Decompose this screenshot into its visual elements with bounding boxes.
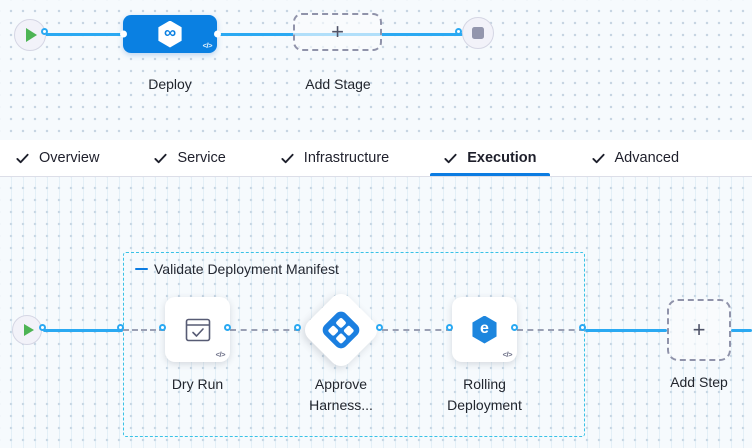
- connector-port: [159, 324, 166, 331]
- check-icon: [280, 151, 295, 166]
- check-icon: [153, 151, 168, 166]
- execution-graph-canvas: Validate Deployment Manifest: [0, 177, 752, 448]
- stage-config-tabs: Overview Service Infrastructure Executio…: [0, 140, 752, 177]
- step-link-dashed: [382, 329, 452, 331]
- connector-port: [446, 324, 453, 331]
- stage-connector-line: [45, 33, 463, 36]
- tab-label: Service: [177, 150, 225, 166]
- add-stage-label: Add Stage: [288, 74, 388, 95]
- tab-execution[interactable]: Execution: [430, 140, 549, 176]
- tab-label: Overview: [39, 150, 99, 166]
- connector-port: [579, 324, 586, 331]
- dry-run-icon: [185, 318, 211, 342]
- tab-label: Advanced: [615, 150, 680, 166]
- step-label-dry-run: Dry Run: [150, 374, 245, 395]
- connector-port: [117, 324, 124, 331]
- add-step-button[interactable]: +: [667, 299, 731, 361]
- connector-port: [294, 324, 301, 331]
- connector-port: [41, 28, 48, 35]
- plus-icon: +: [331, 19, 344, 45]
- play-icon: [26, 28, 37, 42]
- step-link-dashed: [517, 329, 585, 331]
- step-node-dry-run[interactable]: </>: [165, 297, 230, 362]
- step-group-header: Validate Deployment Manifest: [135, 261, 339, 277]
- pipeline-end-node: [462, 17, 494, 49]
- tab-infrastructure[interactable]: Infrastructure: [267, 140, 402, 176]
- execution-line-to-add-step: [585, 329, 667, 332]
- rolling-glyph: e: [480, 320, 489, 338]
- connector-port: [224, 324, 231, 331]
- plus-icon: +: [693, 317, 706, 343]
- play-icon: [24, 324, 34, 336]
- check-icon: [443, 151, 458, 166]
- stop-icon: [472, 27, 484, 39]
- tab-label: Execution: [467, 150, 536, 166]
- tab-overview[interactable]: Overview: [2, 140, 112, 176]
- execution-line-end: [731, 329, 752, 332]
- tab-advanced[interactable]: Advanced: [578, 140, 693, 176]
- connector-port: [376, 324, 383, 331]
- check-icon: [591, 151, 606, 166]
- stage-label-deploy: Deploy: [123, 74, 217, 95]
- node-port-right: [214, 31, 221, 38]
- tab-label: Infrastructure: [304, 150, 389, 166]
- pipeline-start-node: [14, 19, 46, 51]
- stage-graph-canvas: ∞ </> Deploy + Add Stage: [0, 0, 752, 140]
- rolling-deployment-icon: e: [471, 316, 499, 344]
- collapse-group-icon[interactable]: [135, 268, 148, 271]
- step-label-approve: Approve Harness...: [301, 374, 381, 416]
- infinity-glyph: ∞: [164, 23, 176, 43]
- execution-start-node: [12, 315, 42, 345]
- step-group-label: Validate Deployment Manifest: [154, 261, 339, 277]
- stage-node-deploy[interactable]: ∞ </>: [123, 15, 217, 53]
- connector-port: [39, 324, 46, 331]
- approval-icon-cell: [335, 317, 346, 328]
- check-icon: [15, 151, 30, 166]
- step-node-rolling-deployment[interactable]: e </>: [452, 297, 517, 362]
- add-stage-button[interactable]: +: [293, 13, 382, 51]
- connector-port: [511, 324, 518, 331]
- approval-icon-cell: [328, 324, 339, 335]
- add-step-label: Add Step: [659, 372, 739, 393]
- code-view-icon[interactable]: </>: [216, 350, 225, 359]
- approval-icon-cell: [343, 324, 354, 335]
- connector-port: [455, 28, 462, 35]
- step-link-dashed: [230, 329, 300, 331]
- step-label-rolling-deployment: Rolling Deployment: [437, 374, 532, 416]
- execution-line-start: [43, 329, 123, 332]
- code-view-icon[interactable]: </>: [203, 41, 212, 50]
- cd-stage-icon: ∞: [157, 21, 184, 48]
- tab-service[interactable]: Service: [140, 140, 238, 176]
- node-port-left: [120, 31, 127, 38]
- code-view-icon[interactable]: </>: [503, 350, 512, 359]
- approval-icon-cell: [335, 332, 346, 343]
